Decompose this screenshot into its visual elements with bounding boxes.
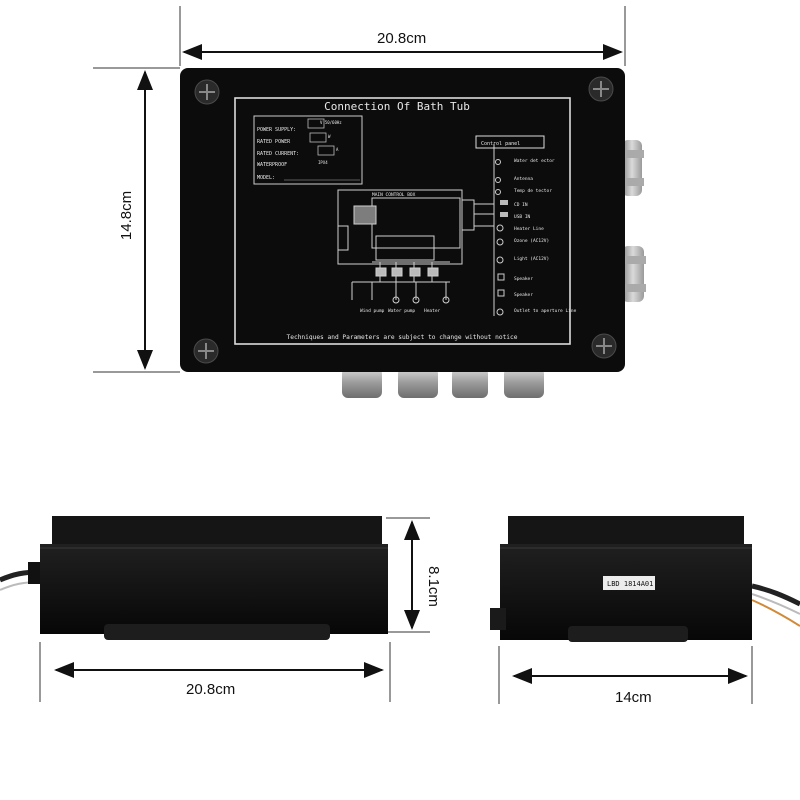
svg-text:MODEL:: MODEL:	[257, 175, 275, 181]
svg-text:Heater: Heater	[424, 308, 441, 314]
screw-icon	[194, 79, 220, 105]
plate-footer: Techniques and Parameters are subject to…	[287, 334, 518, 341]
svg-text:W: W	[328, 134, 331, 139]
svg-text:Wind pump: Wind pump	[360, 308, 385, 314]
spec-lines: POWER SUPPLY: V 50/60Hz RATED POWER W RA…	[257, 118, 360, 181]
svg-text:IPX4: IPX4	[318, 160, 328, 165]
svg-text:Light (AC12V): Light (AC12V)	[514, 256, 549, 262]
control-box-front	[0, 516, 388, 640]
svg-text:RATED CURRENT:: RATED CURRENT:	[257, 151, 299, 157]
cable-gland-right-top	[622, 140, 644, 196]
spec-box	[253, 115, 363, 185]
main-control-box-diagram	[337, 144, 495, 304]
connection-list: Water det ector Antenna Temp de tector C…	[495, 158, 577, 316]
control-box-top	[180, 68, 625, 372]
control-box-side	[490, 516, 800, 642]
svg-text:Antenna: Antenna	[514, 176, 533, 182]
control-panel-box	[475, 135, 545, 149]
svg-text:Heater Line: Heater Line	[514, 226, 544, 232]
control-panel-label: Control panel	[481, 141, 520, 147]
cable-glands-bottom	[342, 368, 544, 398]
svg-text:Speaker: Speaker	[514, 276, 533, 282]
svg-text:RATED POWER: RATED POWER	[257, 139, 291, 145]
svg-text:POWER SUPPLY:: POWER SUPPLY:	[257, 127, 296, 133]
svg-text:Ozone (AC12V): Ozone (AC12V)	[514, 238, 549, 244]
svg-text:Temp de tector: Temp de tector	[514, 188, 552, 194]
screw-icon	[588, 76, 614, 102]
svg-text:Water pump: Water pump	[388, 308, 415, 314]
dim-front-width: 20.8cm	[186, 681, 236, 698]
plate-title: Connection Of Bath Tub	[324, 100, 470, 113]
wiring-plate	[234, 97, 571, 345]
svg-text:WATERPROOF: WATERPROOF	[257, 162, 287, 168]
serial-label: LBD 1814A01	[607, 580, 653, 588]
svg-text:USB IN: USB IN	[514, 214, 531, 220]
dim-side-height: 8.1cm	[424, 566, 442, 607]
svg-text:V 50/60Hz: V 50/60Hz	[320, 120, 342, 125]
svg-text:Outlet to aperture Line: Outlet to aperture Line	[514, 308, 577, 314]
main-box-label: MAIN CONTROL BOX	[372, 192, 416, 198]
screw-icon	[591, 333, 617, 359]
dim-top-height: 14.8cm	[118, 190, 136, 241]
dim-top-width: 20.8cm	[377, 30, 427, 47]
svg-text:Speaker: Speaker	[514, 292, 533, 298]
cable-gland-right-bottom	[622, 246, 646, 302]
svg-text:CD IN: CD IN	[514, 202, 528, 208]
svg-text:Water det ector: Water det ector	[514, 158, 555, 164]
screw-icon	[193, 338, 219, 364]
pump-labels: Wind pump Water pump Heater	[360, 308, 441, 314]
svg-text:A: A	[336, 147, 339, 152]
dim-side-width: 14cm	[615, 689, 652, 706]
